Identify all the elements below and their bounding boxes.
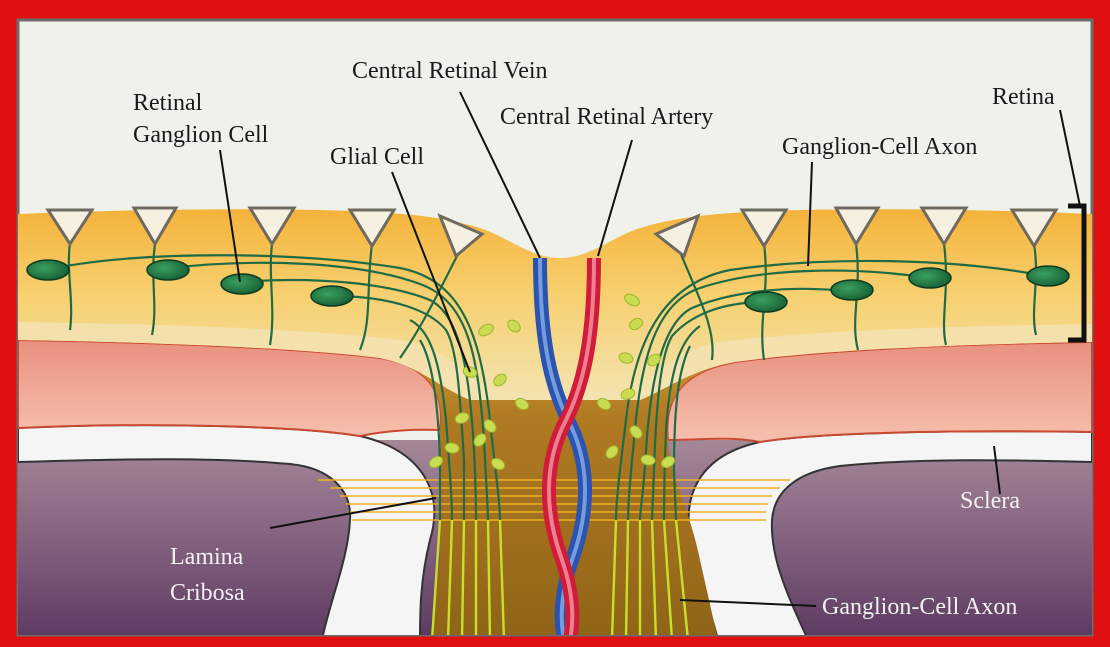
label-ganglion-cell-axon-bottom: Ganglion-Cell Axon [822,594,1017,620]
label-ganglion-cell-axon-top: Ganglion-Cell Axon [782,134,977,160]
label-glial-cell: Glial Cell [330,144,424,170]
label-sclera: Sclera [960,488,1020,514]
label-central-retinal-vein: Central Retinal Vein [352,58,548,84]
label-retina: Retina [992,84,1055,110]
label-retinal-ganglion-cell-2: Ganglion Cell [133,122,269,148]
label-lamina-cribosa-2: Cribosa [170,580,245,606]
label-lamina-cribosa-1: Lamina [170,544,244,570]
label-retinal-ganglion-cell-1: Retinal [133,90,203,116]
label-central-retinal-artery: Central Retinal Artery [500,104,713,130]
